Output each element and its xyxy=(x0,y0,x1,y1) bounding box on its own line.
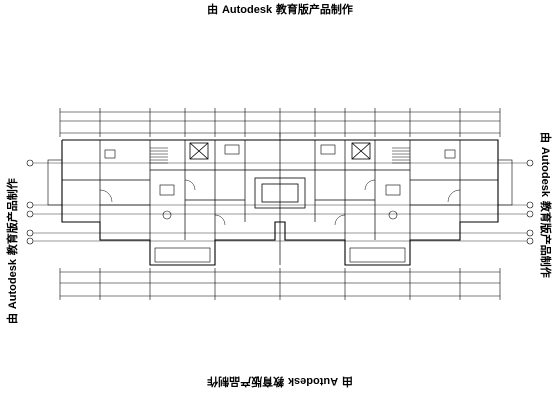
axis-bubbles xyxy=(26,159,534,245)
door-swings xyxy=(99,179,461,226)
watermark-top: 由 Autodesk 教育版产品制作 xyxy=(207,3,353,16)
bathroom-fixtures xyxy=(104,144,456,220)
building-outline xyxy=(61,139,499,266)
balconies xyxy=(47,159,513,263)
central-core xyxy=(254,177,306,209)
dimension-ticks xyxy=(59,108,501,300)
elevator-shafts xyxy=(189,142,371,160)
interior-walls xyxy=(62,133,498,265)
stairs xyxy=(150,147,410,164)
